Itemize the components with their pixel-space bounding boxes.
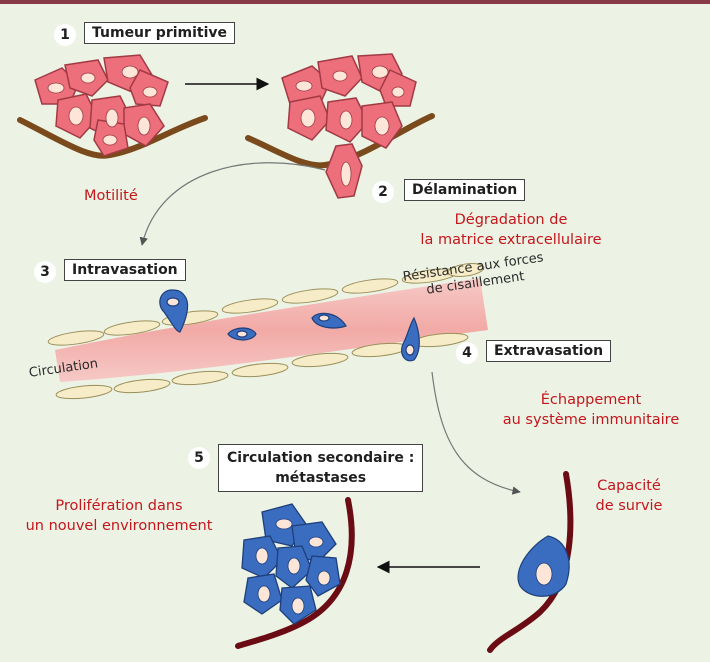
annotation-degradation: Dégradation de la matrice extracellulair…	[406, 210, 616, 250]
annotation-capacite-line1: Capacité	[597, 478, 661, 494]
step-5-label: Circulation secondaire : métastases	[218, 444, 424, 492]
step-5-label-line2: métastases	[275, 470, 367, 486]
step-4-label: Extravasation	[486, 340, 612, 362]
annotation-degradation-line2: la matrice extracellulaire	[420, 232, 602, 248]
annotation-proliferation: Prolifération dans un nouvel environneme…	[14, 496, 224, 536]
surviving-cell	[487, 471, 574, 653]
step-3-label: Intravasation	[64, 259, 186, 281]
blood-vessel	[47, 263, 488, 400]
annotation-echappement-line1: Échappement	[540, 392, 642, 408]
annotation-degradation-line1: Dégradation de	[454, 212, 568, 228]
step-3-number: 3	[34, 261, 56, 283]
annotation-echappement: Échappement au système immunitaire	[486, 390, 696, 430]
step-2-number: 2	[372, 181, 394, 203]
step-1-number: 1	[54, 24, 76, 46]
step-4-number: 4	[456, 342, 478, 364]
annotation-proliferation-line1: Prolifération dans	[55, 498, 183, 514]
top-border	[0, 0, 710, 4]
step-2-label: Délamination	[404, 179, 526, 201]
primary-tumor	[17, 54, 208, 159]
annotation-capacite-line2: de survie	[595, 498, 663, 514]
arrow-4-survival	[431, 371, 521, 495]
circulating-cells	[159, 289, 420, 362]
delaminating-tumor	[245, 53, 435, 199]
arrow-2-3	[139, 162, 326, 246]
annotation-motilite: Motilité	[84, 188, 138, 204]
annotation-capacite: Capacité de survie	[584, 476, 674, 516]
step-5-number: 5	[188, 447, 210, 469]
step-5-label-line1: Circulation secondaire :	[227, 450, 415, 466]
annotation-proliferation-line2: un nouvel environnement	[25, 518, 213, 534]
step-1-label: Tumeur primitive	[84, 22, 236, 44]
metastatic-tumor	[235, 497, 355, 649]
annotation-echappement-line2: au système immunitaire	[502, 412, 680, 428]
